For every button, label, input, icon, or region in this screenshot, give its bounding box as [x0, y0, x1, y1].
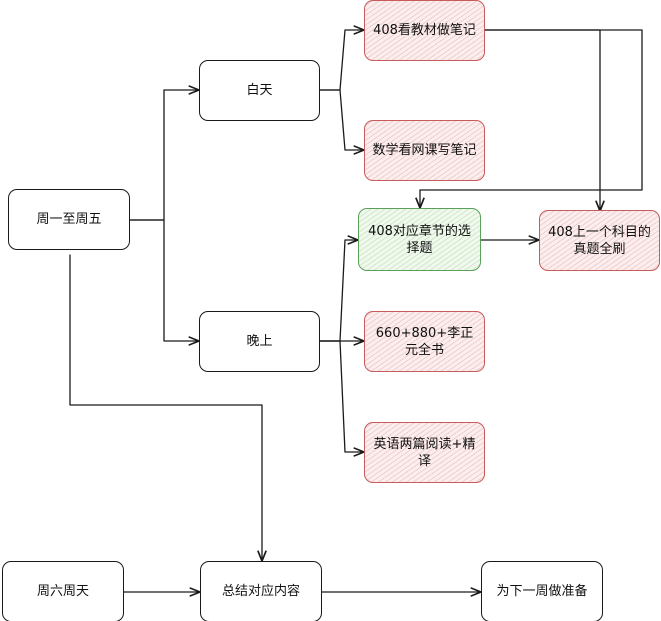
node-choice-408-label: 408对应章节的选择题 [368, 223, 471, 256]
node-evening[interactable]: 晚上 [199, 311, 320, 372]
node-weekdays-label: 周一至周五 [36, 212, 102, 227]
node-math-notes-label: 数学看网课写笔记 [372, 143, 477, 158]
edge-weekdays-to-evening [129, 219, 198, 341]
edge-daytime-to-math-notes [319, 89, 363, 150]
node-daytime[interactable]: 白天 [199, 60, 320, 121]
node-evening-label: 晚上 [246, 334, 273, 349]
node-li-books[interactable]: 660+880+李正元全书 [364, 311, 485, 372]
node-choice-408[interactable]: 408对应章节的选择题 [358, 208, 481, 271]
node-past-exam-408[interactable]: 408上一个科目的真题全刷 [539, 210, 660, 271]
edge-weekdays-to-summary [69, 254, 262, 560]
node-math-notes[interactable]: 数学看网课写笔记 [364, 120, 485, 181]
node-next-week[interactable]: 为下一周做准备 [481, 561, 603, 621]
node-li-books-label: 660+880+李正元全书 [375, 325, 474, 358]
node-weekend[interactable]: 周六周天 [2, 561, 124, 621]
node-weekdays[interactable]: 周一至周五 [8, 189, 130, 250]
node-english[interactable]: 英语两篇阅读+精译 [364, 422, 485, 483]
node-english-label: 英语两篇阅读+精译 [373, 436, 476, 469]
node-weekend-label: 周六周天 [36, 584, 89, 599]
edge-evening-to-english [319, 340, 363, 452]
edge-evening-to-choice [319, 240, 357, 342]
node-daytime-label: 白天 [246, 83, 273, 98]
node-summary[interactable]: 总结对应内容 [200, 561, 322, 621]
edge-notes-408-to-past-exam [484, 29, 600, 210]
edge-notes-408-to-choice [420, 29, 643, 207]
node-next-week-label: 为下一周做准备 [496, 584, 588, 599]
node-notes-408-label: 408看教材做笔记 [373, 23, 476, 38]
node-past-exam-408-label: 408上一个科目的真题全刷 [548, 224, 651, 257]
edge-weekdays-to-daytime [129, 90, 198, 221]
node-summary-label: 总结对应内容 [221, 584, 300, 599]
node-notes-408[interactable]: 408看教材做笔记 [364, 0, 485, 61]
edge-daytime-to-notes-408 [319, 30, 363, 91]
